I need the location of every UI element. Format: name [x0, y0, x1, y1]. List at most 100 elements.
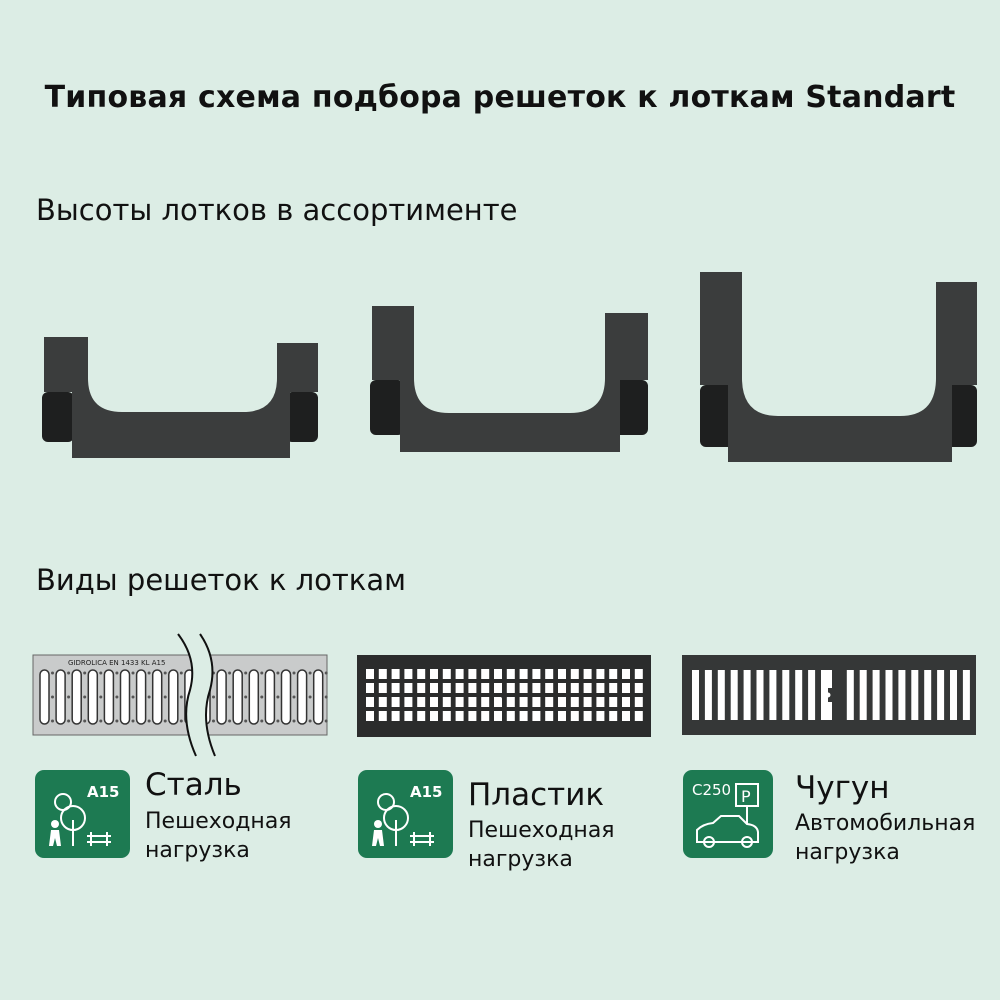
grate-rivet [147, 695, 151, 699]
grate-hole [558, 683, 566, 693]
grate-rivet [83, 719, 87, 723]
grate-slot [312, 669, 324, 725]
grate-slot [232, 669, 243, 725]
grate-rivet [244, 695, 248, 699]
grate-hole [442, 683, 451, 693]
grate-slot [898, 670, 906, 720]
grate-hole [634, 711, 643, 721]
grate-hole [378, 711, 387, 721]
steel-grate: GIDROLICA EN 1433 KL A15 [32, 654, 328, 736]
grate-slot [950, 670, 957, 720]
load-class: C250 [692, 781, 732, 799]
grate-hole [532, 697, 541, 707]
grate-hole [468, 669, 477, 679]
grate-rivet [276, 671, 280, 675]
grate-hole [622, 669, 630, 679]
grate-hole [366, 683, 374, 693]
grate-slot [692, 670, 699, 720]
grate-hole [391, 683, 400, 693]
grate-hole [583, 711, 592, 721]
grate-slot [216, 669, 227, 725]
grate-slot [821, 670, 828, 720]
pedestrian-park-icon [49, 793, 111, 846]
grate-rivet [276, 719, 280, 723]
grate-rivet [212, 719, 215, 723]
grate-rivet [244, 671, 248, 675]
grate-hole [481, 669, 490, 679]
grate-hole [494, 711, 502, 721]
svg-text:P: P [741, 787, 751, 806]
grate-slot [872, 670, 880, 720]
grate-hole [455, 683, 464, 693]
grate-rivet [324, 719, 328, 723]
load-class: A15 [87, 783, 120, 801]
grate-rivet [179, 671, 183, 675]
grate-rivet [276, 695, 280, 699]
load-line2: нагрузка [795, 840, 900, 865]
channel-medium [370, 306, 648, 452]
grate-hole [481, 697, 490, 707]
grate-slot [704, 670, 712, 720]
grate-rivet [308, 671, 312, 675]
grate-hole [494, 669, 502, 679]
grate-hole [468, 697, 477, 707]
grate-slot [962, 670, 970, 720]
grate-rivet [244, 719, 248, 723]
grate-hole [519, 697, 528, 707]
grate-hole [558, 669, 566, 679]
grate-rivet [324, 695, 328, 699]
grate-hole [532, 711, 541, 721]
grate-hole [391, 669, 400, 679]
grate-rivet [212, 695, 215, 699]
grate-hole [583, 669, 592, 679]
grate-rivet [260, 695, 264, 699]
grate-rivet [147, 719, 151, 723]
grate-hole [519, 683, 528, 693]
grate-hole [545, 683, 554, 693]
grate-hole [545, 697, 554, 707]
load-class-badge-steel: A15 [35, 770, 130, 858]
grate-rivet [99, 695, 103, 699]
grate-hole [494, 697, 502, 707]
grate-hole [506, 683, 515, 693]
grate-slot [135, 669, 147, 725]
grate-bolt [501, 693, 507, 699]
load-line1: Пешеходная [468, 818, 615, 843]
grate-rivet [308, 719, 312, 723]
grate-hole [634, 683, 643, 693]
grate-hole [609, 697, 618, 707]
grate-slot [859, 670, 867, 720]
load-line1: Пешеходная [145, 809, 292, 834]
material-plastic: Пластик [468, 777, 605, 813]
grate-rivet [292, 671, 296, 675]
grate-rivet [67, 719, 71, 723]
grate-bolt [825, 692, 831, 698]
grate-slot [825, 702, 832, 720]
plastic-grate [357, 655, 651, 737]
grate-hole [506, 669, 515, 679]
grate-hole [430, 669, 438, 679]
grate-hole [378, 683, 387, 693]
grate-hole [596, 697, 605, 707]
grate-hole [596, 669, 605, 679]
section-heading-grate-types: Виды решеток к лоткам [36, 563, 406, 597]
grate-hole [455, 669, 464, 679]
grate-rivet [67, 695, 71, 699]
grate-slot [248, 669, 260, 725]
grate-slot [296, 669, 308, 725]
grate-slot [743, 670, 751, 720]
load-class: A15 [410, 783, 443, 801]
grate-hole [468, 683, 477, 693]
grate-hole [519, 711, 528, 721]
grate-rivet [83, 671, 87, 675]
grate-hole [366, 711, 374, 721]
grate-slot [103, 669, 115, 725]
break-mark [177, 633, 216, 757]
pedestrian-park-icon [372, 793, 434, 846]
material-steel: Сталь [145, 767, 242, 803]
grate-hole [442, 711, 451, 721]
grate-hole [442, 697, 451, 707]
grate-hole [494, 683, 502, 693]
